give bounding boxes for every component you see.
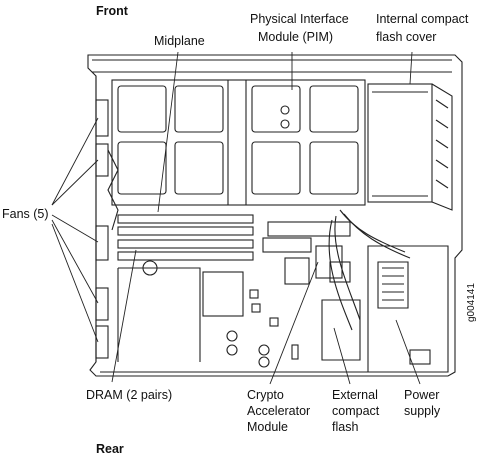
ext-cf-label-line3: flash xyxy=(332,420,359,434)
fans-leader-5 xyxy=(51,223,99,343)
ext-cf-label-line2: compact xyxy=(332,404,380,418)
fans xyxy=(95,99,119,359)
cf-cover-leader xyxy=(409,51,413,85)
ext-cf-leader xyxy=(333,327,351,385)
fans-label: Fans (5) xyxy=(2,207,49,221)
dram-modules xyxy=(117,214,254,261)
cf-cover-label-line1: Internal compact xyxy=(376,12,469,26)
psu-label-line1: Power xyxy=(404,388,440,402)
pim-label-line2: Module (PIM) xyxy=(258,30,334,44)
crypto-label-line2: Accelerator xyxy=(247,404,311,418)
fans-leader-2 xyxy=(51,159,99,206)
cf-cover-label-line2: flash cover xyxy=(376,30,437,44)
rear-label: Rear xyxy=(96,442,124,456)
motherboard xyxy=(117,237,351,368)
dram-label: DRAM (2 pairs) xyxy=(86,388,173,402)
crypto-leader xyxy=(269,261,319,385)
internal-cf-cover xyxy=(367,83,453,211)
crypto-label-line3: Module xyxy=(247,420,288,434)
front-label: Front xyxy=(96,4,128,18)
fans-leader-3 xyxy=(51,214,99,243)
crypto-module xyxy=(267,221,361,361)
ext-cf-label-line1: External xyxy=(332,388,378,402)
midplane xyxy=(111,79,366,206)
figure-id: g004141 xyxy=(466,283,477,322)
pim-cards xyxy=(117,85,359,195)
leader-lines xyxy=(51,51,421,385)
cabling xyxy=(328,209,411,331)
psu-label-line2: supply xyxy=(404,404,441,418)
midplane-leader xyxy=(157,51,179,213)
fans-leader-1 xyxy=(51,117,99,206)
pim-label-line1: Physical Interface xyxy=(250,12,349,26)
psu-leader xyxy=(395,319,421,385)
crypto-label-line1: Crypto xyxy=(247,388,284,402)
midplane-label: Midplane xyxy=(154,34,205,48)
dram-leader xyxy=(111,249,137,383)
fans-leader-4 xyxy=(51,219,99,304)
